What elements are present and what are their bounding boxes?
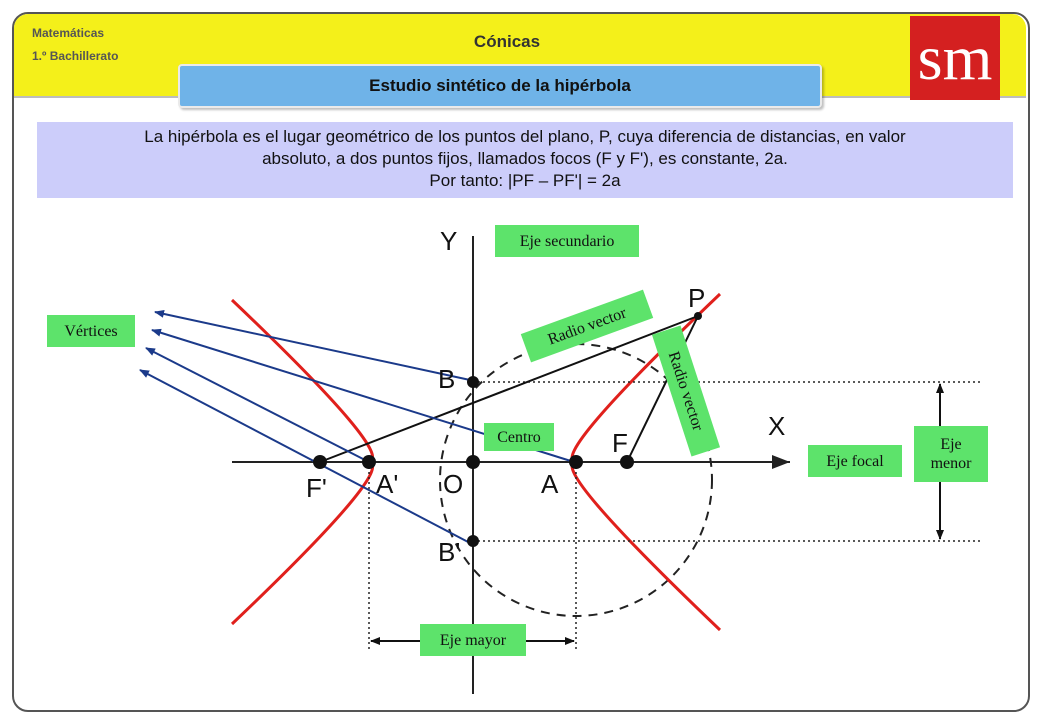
arrow-from-bprime: [139, 369, 471, 544]
label-fprime: F': [306, 473, 327, 503]
level-label: 1.º Bachillerato: [32, 49, 119, 63]
label-o: O: [443, 469, 463, 499]
point-aprime: [362, 455, 376, 469]
section-title: Estudio sintético de la hipérbola: [178, 64, 822, 108]
arrow-from-b: [154, 309, 471, 381]
label-y: Y: [440, 226, 457, 256]
point-a: [569, 455, 583, 469]
label-eje-mayor: Eje mayor: [420, 624, 526, 656]
label-eje-menor-line-2: menor: [930, 455, 972, 472]
definition-line-1: La hipérbola es el lugar geométrico de l…: [144, 127, 906, 146]
point-b: [467, 376, 479, 388]
label-eje-menor: Eje menor: [914, 426, 988, 482]
label-b: B: [438, 364, 455, 394]
subject-label: Matemáticas: [32, 26, 105, 40]
label-centro: Centro: [484, 423, 554, 451]
point-fprime: [313, 455, 327, 469]
label-eje-focal: Eje focal: [808, 445, 902, 477]
label-f: F: [612, 428, 628, 458]
label-eje-menor-line-1: Eje: [940, 436, 962, 453]
definition-line-2: absoluto, a dos puntos fijos, llamados f…: [262, 149, 788, 168]
point-o: [466, 455, 480, 469]
point-bprime: [467, 535, 479, 547]
point-f: [620, 455, 634, 469]
radius-vector-pf-prime: [319, 315, 699, 463]
arrow-from-aprime: [145, 347, 368, 462]
label-a: A: [541, 469, 559, 499]
label-p: P: [688, 283, 705, 313]
label-vertices: Vértices: [47, 315, 135, 347]
label-eje-secundario: Eje secundario: [495, 225, 639, 257]
point-p: [694, 312, 702, 320]
definition-line-3: Por tanto: |PF – PF'| = 2a: [429, 171, 621, 190]
label-x: X: [768, 411, 785, 441]
radius-vector-pf: [626, 315, 699, 463]
unit-title: Cónicas: [473, 32, 541, 51]
label-aprime: A': [376, 469, 398, 499]
sm-logo: sm: [910, 16, 1000, 100]
x-axis-arrow-icon: [772, 455, 790, 469]
definition-box: La hipérbola es el lugar geométrico de l…: [37, 122, 1013, 198]
label-bprime: B': [438, 537, 460, 567]
